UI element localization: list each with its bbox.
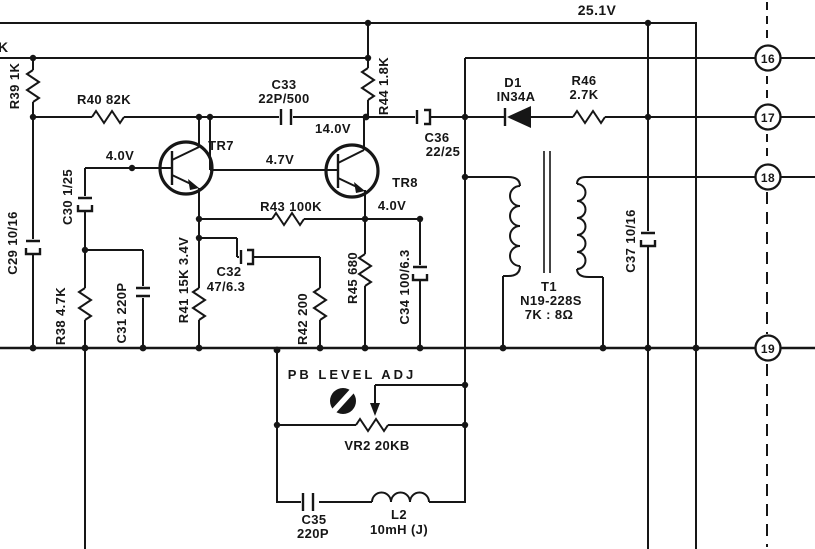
label-c29: C29 10/16 bbox=[5, 211, 20, 275]
resistor-r39-symbol bbox=[25, 69, 41, 103]
label-c33-name: C33 bbox=[271, 77, 296, 92]
junction-dots bbox=[29, 19, 700, 429]
label-r40: R40 82K bbox=[77, 92, 131, 107]
label-c31: C31 220P bbox=[114, 282, 129, 343]
transistor-tr8 bbox=[324, 143, 380, 199]
capacitor-c30-symbol bbox=[76, 196, 94, 213]
label-c35-name: C35 bbox=[301, 512, 326, 527]
label-r41: R41 15K 3.4V bbox=[176, 237, 191, 323]
supply-voltage-label: 25.1V bbox=[578, 2, 617, 18]
label-c36-name: C36 bbox=[424, 130, 449, 145]
terminal-18: 18 bbox=[754, 163, 782, 191]
label-t1-name: T1 bbox=[541, 279, 557, 294]
diode-d1 bbox=[503, 106, 531, 128]
capacitor-c35-symbol bbox=[301, 493, 315, 511]
capacitor-c29-symbol bbox=[24, 239, 42, 256]
label-r45: R45 680 bbox=[345, 252, 360, 304]
capacitor-symbols bbox=[24, 108, 657, 511]
terminal-16-label: 16 bbox=[761, 52, 775, 66]
terminal-19-label: 19 bbox=[761, 342, 775, 356]
label-r39: R39 1K bbox=[7, 63, 22, 110]
label-t1-impedance: 7K : 8Ω bbox=[525, 307, 574, 322]
edge-partial-label: K bbox=[0, 39, 9, 55]
capacitor-c36-symbol bbox=[415, 108, 432, 126]
label-d1-value: IN34A bbox=[497, 89, 536, 104]
wire-vr2-network bbox=[276, 350, 465, 503]
label-l2-value: 10mH (J) bbox=[370, 522, 428, 537]
capacitor-c31-symbol bbox=[136, 286, 150, 298]
label-d1-name: D1 bbox=[504, 75, 521, 90]
terminal-19: 19 bbox=[754, 334, 782, 362]
label-tr7-base-voltage: 4.0V bbox=[106, 148, 134, 163]
label-tr8-collector-voltage: 14.0V bbox=[315, 121, 351, 136]
label-t1-part: N19-228S bbox=[520, 293, 582, 308]
terminal-16: 16 bbox=[754, 44, 782, 72]
label-c33-value: 22P/500 bbox=[258, 91, 309, 106]
resistor-r44-symbol bbox=[360, 67, 376, 101]
transistor-tr7 bbox=[158, 140, 214, 196]
label-c32-name: C32 bbox=[216, 264, 241, 279]
resistor-vr2-symbol bbox=[355, 417, 389, 433]
labels: 25.1V K R40 82K C33 22P/500 TR7 TR8 4.0V… bbox=[0, 2, 638, 541]
label-r42: R42 200 bbox=[295, 293, 310, 345]
label-tr7: TR7 bbox=[208, 138, 234, 153]
label-vr2: VR2 20KB bbox=[344, 438, 409, 453]
label-c37: C37 10/16 bbox=[623, 209, 638, 273]
label-r46-value: 2.7K bbox=[569, 87, 598, 102]
inductor-l2 bbox=[371, 491, 430, 503]
label-tr8-base-voltage: 4.7V bbox=[266, 152, 294, 167]
resistor-r46-symbol bbox=[572, 109, 606, 125]
label-r38: R38 4.7K bbox=[53, 287, 68, 345]
capacitor-c37-symbol bbox=[639, 231, 657, 248]
label-r46-name: R46 bbox=[571, 73, 596, 88]
capacitor-c32-symbol bbox=[239, 248, 255, 266]
resistor-symbols bbox=[25, 67, 606, 433]
resistor-r45-symbol bbox=[357, 253, 373, 287]
label-c36-value: 22/25 bbox=[426, 144, 461, 159]
terminal-17: 17 bbox=[754, 103, 782, 131]
capacitor-c34-symbol bbox=[411, 265, 429, 282]
terminal-18-label: 18 bbox=[761, 171, 775, 185]
label-c30: C30 1/25 bbox=[60, 169, 75, 225]
label-r43: R43 100K bbox=[260, 199, 322, 214]
screwdriver-adjust-icon bbox=[330, 388, 356, 414]
transformer-t1 bbox=[465, 151, 604, 348]
resistor-r38-symbol bbox=[77, 287, 93, 321]
label-c34: C34 100/6.3 bbox=[397, 249, 412, 324]
resistor-r42-symbol bbox=[312, 287, 328, 321]
resistor-r40-symbol bbox=[91, 109, 125, 125]
capacitor-c33-symbol bbox=[279, 109, 293, 125]
label-c32-value: 47/6.3 bbox=[207, 279, 246, 294]
label-r44: R44 1.8K bbox=[376, 57, 391, 115]
resistor-r41-symbol bbox=[191, 287, 207, 321]
label-c35-value: 220P bbox=[297, 526, 329, 541]
label-l2-name: L2 bbox=[391, 507, 407, 522]
label-tr8: TR8 bbox=[392, 175, 418, 190]
resistor-r43-symbol bbox=[271, 211, 305, 227]
terminal-17-label: 17 bbox=[761, 111, 775, 125]
label-tr8-emitter-voltage: 4.0V bbox=[378, 198, 406, 213]
vr2-wiper-arrow bbox=[370, 403, 380, 416]
label-pb-level-adj: PB LEVEL ADJ bbox=[288, 367, 416, 382]
